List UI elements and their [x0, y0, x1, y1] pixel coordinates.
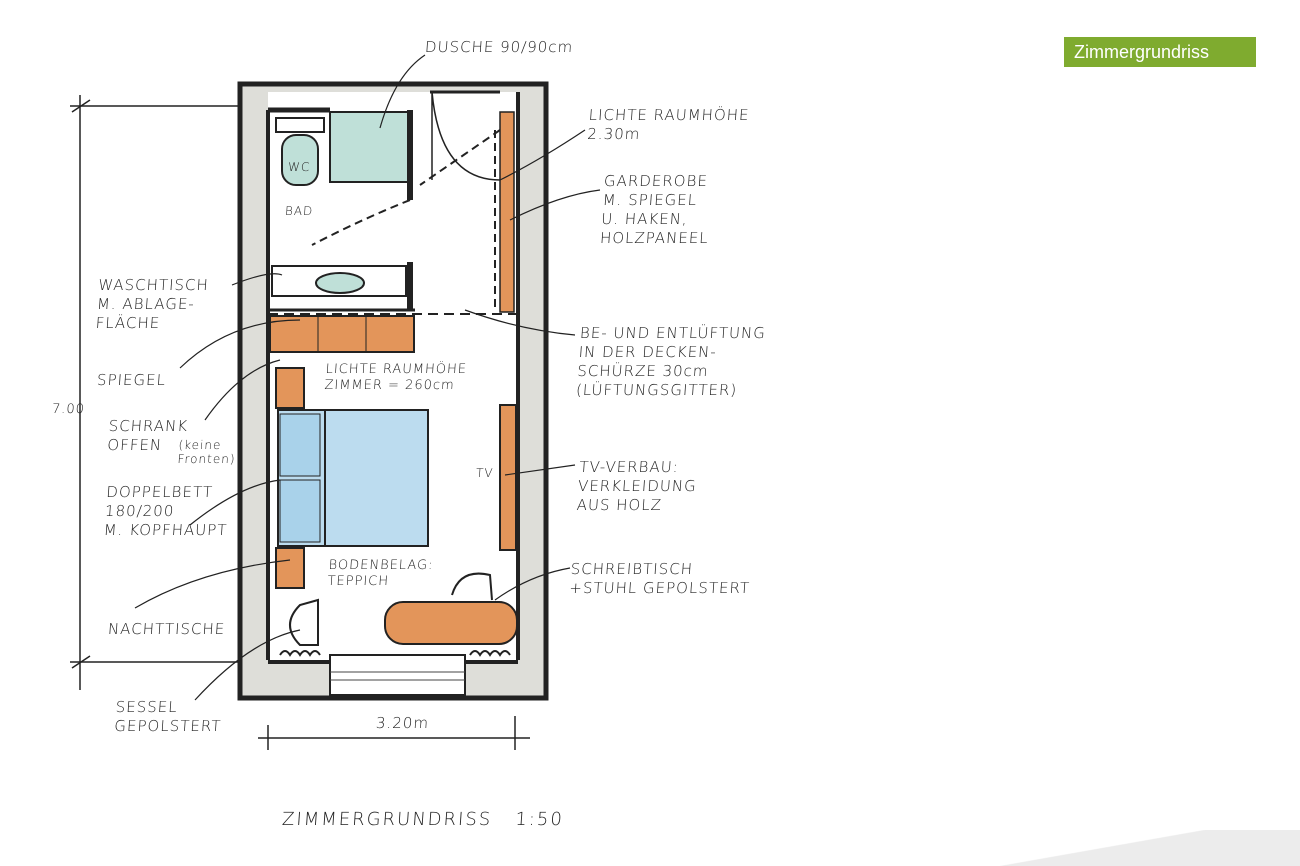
nightstand-bottom	[275, 547, 305, 589]
label-mirror: SPIEGEL	[96, 371, 167, 389]
dimension-height: 7.00	[51, 402, 86, 417]
bath-door-swing	[311, 199, 411, 246]
garderobe	[499, 111, 515, 313]
shower	[329, 111, 409, 183]
label-wardrobe-note: (keine Fronten)	[177, 438, 237, 466]
label-room-ceiling-height: LICHTE RAUMHÖHE ZIMMER = 260cm	[323, 362, 468, 393]
label-armchair: SESSEL GEPOLSTERT	[113, 698, 222, 735]
window	[329, 654, 466, 696]
label-desk: SCHREIBTISCH +STUHL GEPOLSTERT	[568, 560, 751, 597]
outer-wall	[237, 81, 549, 701]
dimension-width: 3.20m	[375, 714, 430, 732]
drawing-title: ZIMMERGRUNDRISS 1:50	[281, 809, 565, 830]
wc	[281, 134, 319, 186]
desk-chair	[451, 572, 493, 601]
section-badge: Zimmergrundriss	[1064, 37, 1256, 67]
tv-unit	[499, 404, 517, 551]
label-nightstands: NACHTTISCHE	[107, 620, 226, 638]
label-wc: WC	[287, 160, 311, 174]
nightstand-top	[275, 367, 305, 409]
leader-lines	[134, 54, 601, 701]
desk	[384, 601, 518, 645]
label-shower: DUSCHE 90/90cm	[424, 38, 574, 56]
label-bath-ceiling-height: LICHTE RAUMHÖHE 2.30m	[586, 106, 751, 143]
label-wardrobe: SCHRANK OFFEN	[106, 417, 189, 454]
room-floor	[268, 92, 518, 660]
label-double-bed: DOPPELBETT 180/200 M. KOPFHAUPT	[103, 483, 229, 539]
radiator	[279, 650, 321, 657]
label-bath: BAD	[284, 204, 314, 218]
label-flooring: BODENBELAG: TEPPICH	[326, 558, 434, 589]
label-garderobe: GARDEROBE M. SPIEGEL U. HAKEN, HOLZPANEE…	[599, 172, 710, 247]
width-dimension-line	[258, 716, 530, 750]
entry-door-swing	[431, 91, 501, 181]
label-tv-mark: TV	[475, 466, 495, 480]
armchair	[289, 598, 319, 646]
open-wardrobe	[269, 315, 415, 353]
label-washbasin: WASCHTISCH M. ABLAGE- FLÄCHE	[95, 276, 210, 332]
label-tv-unit: TV-VERBAU: VERKLEIDUNG AUS HOLZ	[576, 458, 698, 514]
height-dimension-line	[70, 95, 240, 690]
label-ventilation: BE- UND ENTLÜFTUNG IN DER DECKEN- SCHÜRZ…	[575, 324, 767, 399]
page-corner-decoration	[1000, 830, 1300, 866]
